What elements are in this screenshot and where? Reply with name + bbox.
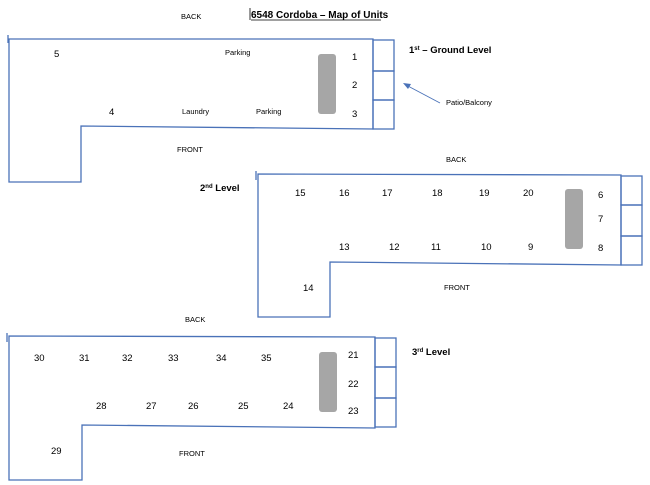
unit-15: 15: [295, 188, 306, 199]
balcony-box-1: [372, 39, 395, 72]
unit-26: 26: [188, 401, 199, 412]
level-title-third: 3rd Level: [412, 347, 450, 358]
stairs-ground: [318, 54, 336, 114]
unit-25: 25: [238, 401, 249, 412]
unit-17: 17: [382, 188, 393, 199]
map-title: 6548 Cordoba – Map of Units: [251, 10, 389, 21]
ground-level-outline: [8, 38, 374, 183]
balcony-box-22: [374, 366, 397, 399]
patio-arrow-line: [405, 84, 441, 104]
unit-34: 34: [216, 353, 227, 364]
balcony-box-3: [372, 99, 395, 130]
front-label-ground: FRONT: [177, 145, 203, 154]
unit-24: 24: [283, 401, 294, 412]
parking-label-bottom: Parking: [256, 107, 281, 116]
ground-level-plan: BACK Parking Laundry Parking FRONT 5 4 1…: [7, 12, 492, 183]
unit-9: 9: [528, 242, 533, 253]
unit-12: 12: [389, 242, 400, 253]
balcony-box-7: [620, 204, 643, 237]
unit-31: 31: [79, 353, 90, 364]
unit-28: 28: [96, 401, 107, 412]
unit-10: 10: [481, 242, 492, 253]
unit-22: 22: [348, 379, 359, 390]
back-label-ground: BACK: [181, 12, 201, 21]
stairs-second: [565, 189, 583, 249]
back-label-third: BACK: [185, 315, 205, 324]
stairs-third: [319, 352, 337, 412]
laundry-label: Laundry: [182, 107, 209, 116]
unit-11: 11: [431, 242, 441, 253]
unit-29: 29: [51, 446, 62, 457]
unit-32: 32: [122, 353, 133, 364]
unit-1: 1: [352, 52, 357, 63]
unit-18: 18: [432, 188, 443, 199]
front-label-second: FRONT: [444, 283, 470, 292]
balcony-box-23: [374, 397, 397, 428]
front-label-third: FRONT: [179, 449, 205, 458]
third-level-outline: [8, 335, 376, 481]
unit-14: 14: [303, 283, 314, 294]
unit-6: 6: [598, 190, 603, 201]
patio-balcony-label: Patio/Balcony: [446, 98, 492, 107]
balcony-box-6: [620, 175, 643, 206]
unit-8: 8: [598, 243, 603, 254]
balcony-box-2: [372, 70, 395, 101]
unit-35: 35: [261, 353, 272, 364]
unit-2: 2: [352, 80, 357, 91]
patio-arrow-head: [403, 83, 411, 89]
second-level-outline: [257, 173, 622, 318]
balcony-box-21: [374, 337, 397, 368]
second-level-plan: BACK 2nd Level 15 16 17 18 19 20 6 7 8 1…: [200, 155, 643, 318]
unit-4: 4: [109, 107, 114, 118]
level-title-second: 2nd Level: [200, 183, 240, 194]
unit-21: 21: [348, 350, 359, 361]
unit-23: 23: [348, 406, 359, 417]
parking-label-top: Parking: [225, 48, 250, 57]
unit-5: 5: [54, 49, 59, 60]
unit-30: 30: [34, 353, 45, 364]
unit-20: 20: [523, 188, 534, 199]
unit-7: 7: [598, 214, 603, 225]
unit-16: 16: [339, 188, 350, 199]
level-title-ground: 1st – Ground Level: [409, 45, 491, 56]
third-level-plan: BACK 3rd Level 30 31 32 33 34 35 21 22 2…: [6, 315, 450, 481]
unit-3: 3: [352, 109, 357, 120]
unit-13: 13: [339, 242, 350, 253]
unit-33: 33: [168, 353, 179, 364]
balcony-box-8: [620, 235, 643, 266]
unit-27: 27: [146, 401, 157, 412]
unit-19: 19: [479, 188, 490, 199]
back-label-second: BACK: [446, 155, 466, 164]
